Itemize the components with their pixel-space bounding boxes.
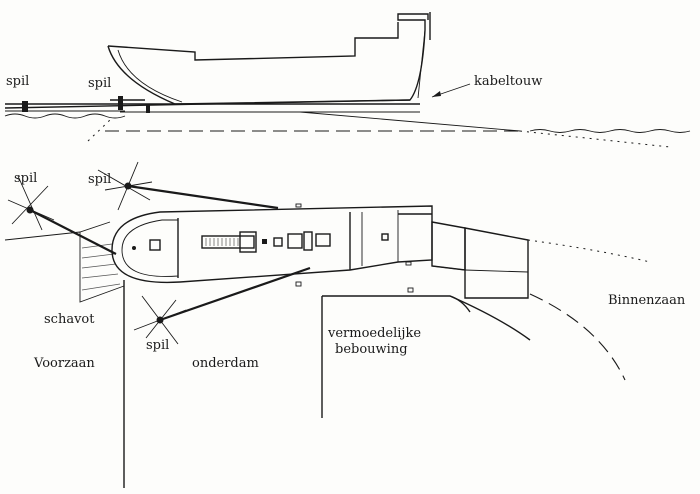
label-onderdam: onderdam [192, 356, 259, 371]
label-spil-side-left: spil [6, 74, 30, 89]
plan-view [4, 203, 651, 488]
rope-left [29, 209, 117, 255]
label-spil-plan-top: spil [88, 172, 112, 187]
side-waterline [4, 113, 126, 119]
label-voorzaan: Voorzaan [34, 356, 95, 371]
rope-top [127, 184, 279, 210]
ship-hull-side [107, 13, 429, 105]
label-kabeltouw: kabeltouw [474, 74, 543, 89]
label-bebouwing-2: bebouwing [335, 342, 408, 357]
label-bebouwing-1: vermoedelijke [328, 326, 422, 341]
rope-bottom [159, 266, 311, 322]
label-binnenzaan: Binnenzaan [608, 293, 686, 308]
label-spil-side-right: spil [88, 76, 112, 91]
label-spil-plan-bottom: spil [146, 338, 170, 353]
side-view [4, 12, 691, 148]
ropes [29, 184, 311, 322]
label-spil-plan-left: spil [14, 171, 38, 186]
label-schavot: schavot [44, 312, 95, 327]
winches [7, 161, 187, 345]
